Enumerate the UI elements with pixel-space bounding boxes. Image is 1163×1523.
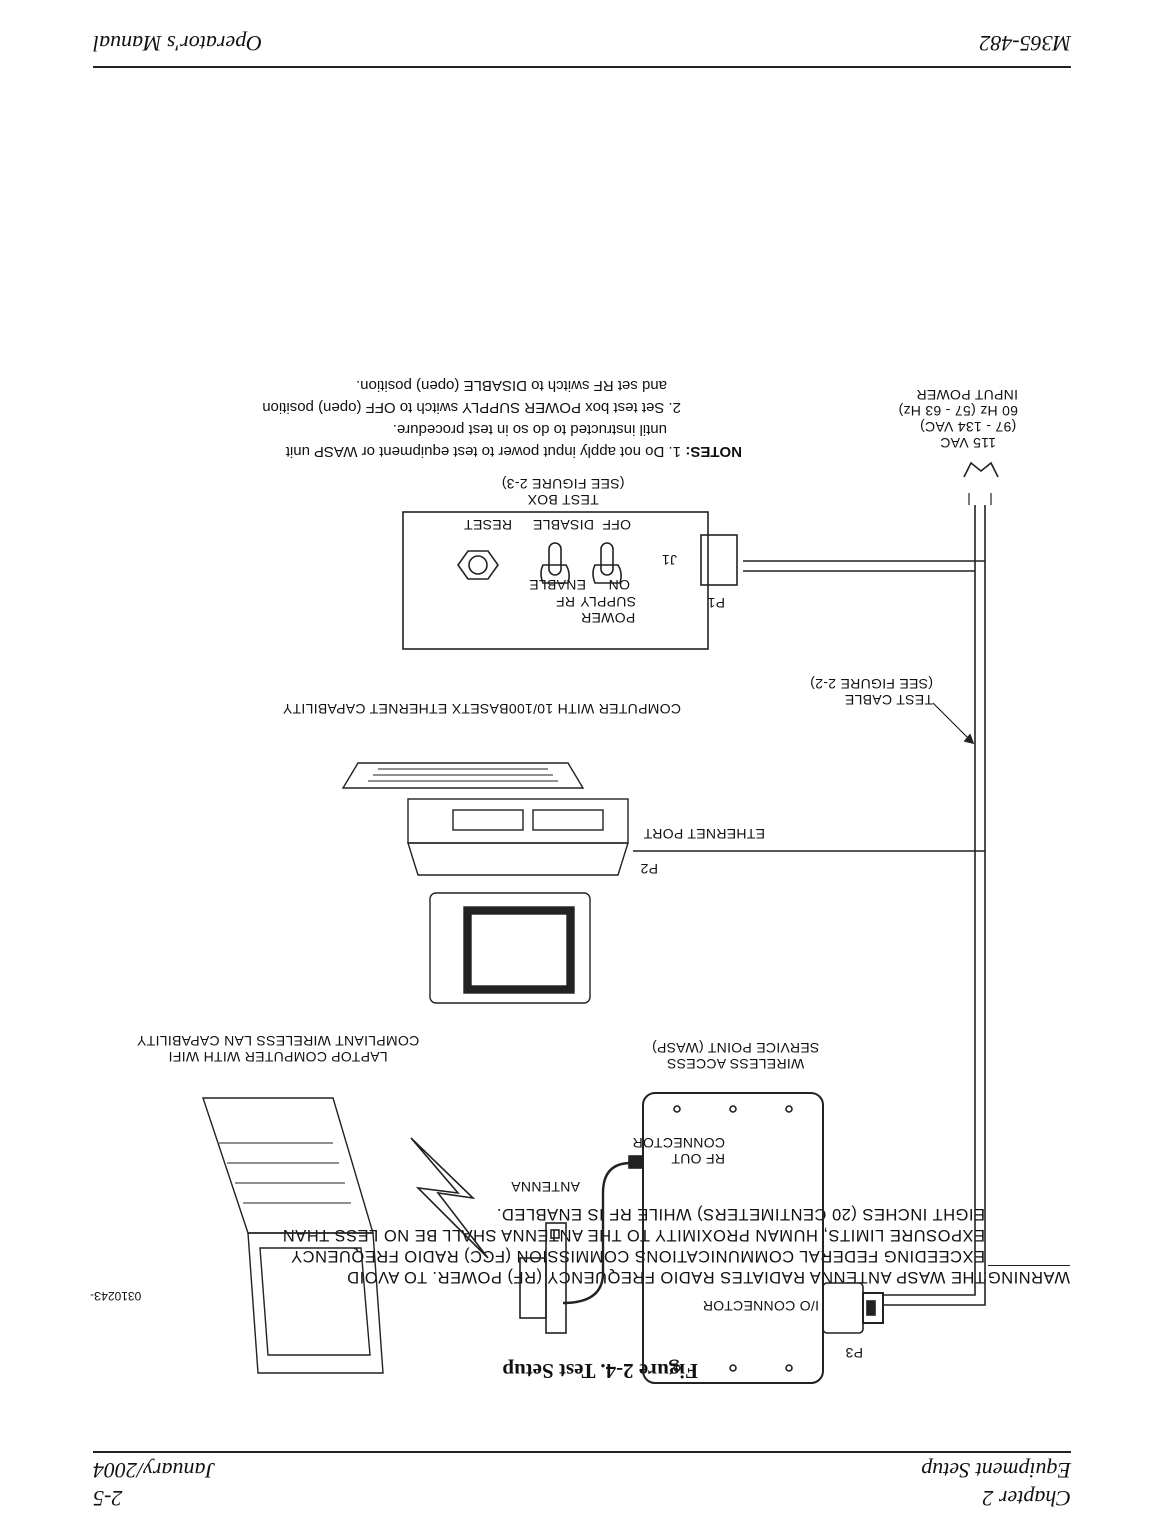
- reset-button-icon: [457, 550, 499, 580]
- p1-j1-connector: [700, 534, 738, 586]
- footer-rule: [93, 66, 1071, 68]
- laptop-icon: [202, 1097, 384, 1374]
- antenna-icon: [519, 1222, 567, 1334]
- document-number: M365-482: [979, 31, 1071, 56]
- test-cable-arrow: [932, 702, 974, 744]
- wasp-unit-icon: [642, 1092, 824, 1384]
- power-supply-switch-icon: [592, 542, 622, 584]
- rf-switch-icon: [540, 542, 570, 584]
- power-cable: [883, 505, 986, 1306]
- test-box: [402, 511, 709, 650]
- manual-title: Operator's Manual: [93, 31, 263, 56]
- power-cable-return: [883, 505, 976, 1296]
- wireless-signal-icon: [410, 1137, 489, 1259]
- io-connector-icon: [822, 1282, 884, 1334]
- power-plug-icon: [963, 461, 999, 478]
- antenna-cable: [562, 1161, 643, 1305]
- desktop-computer-icon: [341, 762, 629, 1004]
